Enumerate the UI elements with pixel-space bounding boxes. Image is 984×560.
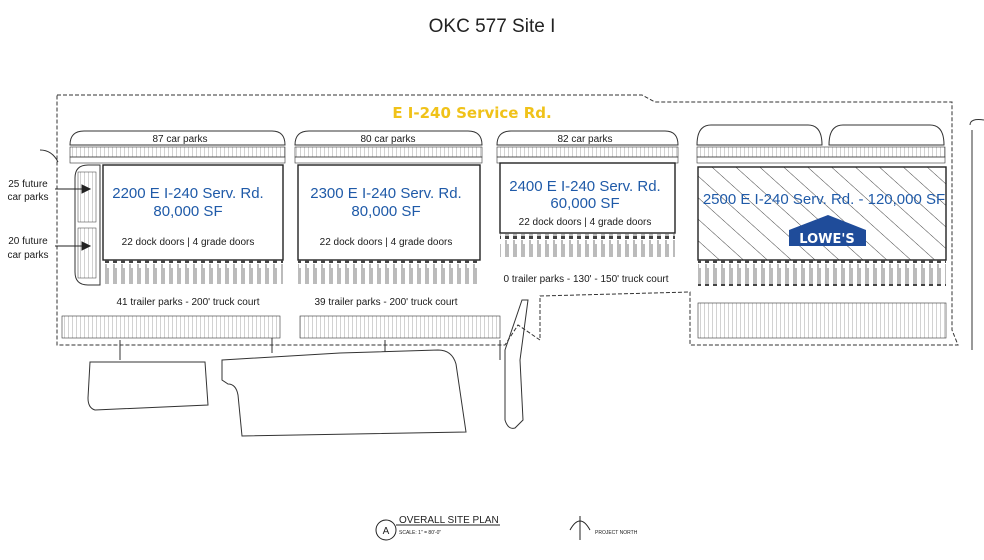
future-parks-label-2a: 20 future bbox=[8, 236, 48, 247]
title-block: A OVERALL SITE PLAN SCALE: 1" = 80'-0" P… bbox=[375, 515, 638, 541]
lowes-logo-text: LOWE'S bbox=[799, 232, 854, 247]
road-label: E I-240 Service Rd. bbox=[392, 104, 551, 122]
building-2200 bbox=[102, 164, 284, 284]
car-parks-label-2200: 87 car parks bbox=[152, 134, 207, 145]
future-parking-strip bbox=[74, 164, 101, 286]
left-road-curve bbox=[39, 149, 59, 163]
property-boundary bbox=[56, 94, 959, 346]
north-arrow-label: PROJECT NORTH bbox=[595, 530, 638, 536]
page-title: OKC 577 Site I bbox=[428, 16, 556, 37]
building-name-2500: 2500 E I-240 Serv. Rd. - 120,000 SF bbox=[703, 191, 945, 208]
future-parks-label-1b: car parks bbox=[7, 192, 48, 203]
top-parking bbox=[69, 124, 946, 164]
building-name-2300: 2300 E I-240 Serv. Rd. bbox=[310, 185, 461, 202]
building-doors-2400: 22 dock doors | 4 grade doors bbox=[519, 217, 652, 228]
car-parks-label-2300: 80 car parks bbox=[360, 134, 415, 145]
trailer-label-2300: 39 trailer parks - 200' truck court bbox=[314, 297, 457, 308]
lower-parcels bbox=[87, 299, 529, 437]
building-size-2200: 80,000 SF bbox=[153, 203, 222, 220]
building-2300 bbox=[297, 164, 481, 284]
building-name-2400: 2400 E I-240 Serv. Rd. bbox=[509, 178, 660, 195]
building-size-2300: 80,000 SF bbox=[351, 203, 420, 220]
trailer-parking-strips bbox=[61, 302, 947, 339]
future-parks-label-2b: car parks bbox=[7, 250, 48, 261]
building-2400 bbox=[499, 162, 676, 257]
title-block-marker: A bbox=[383, 526, 390, 537]
building-size-2400: 60,000 SF bbox=[550, 195, 619, 212]
building-name-2200: 2200 E I-240 Serv. Rd. bbox=[112, 185, 263, 202]
future-parks-arrows bbox=[55, 184, 92, 251]
title-block-heading: OVERALL SITE PLAN bbox=[399, 515, 499, 526]
building-doors-2200: 22 dock doors | 4 grade doors bbox=[122, 237, 255, 248]
right-road-edge bbox=[969, 119, 984, 350]
building-doors-2300: 22 dock doors | 4 grade doors bbox=[320, 237, 453, 248]
trailer-label-2400: 0 trailer parks - 130' - 150' truck cour… bbox=[504, 274, 669, 285]
title-block-scale: SCALE: 1" = 80'-0" bbox=[399, 530, 441, 536]
car-parks-label-2400: 82 car parks bbox=[557, 134, 612, 145]
trailer-label-2200: 41 trailer parks - 200' truck court bbox=[116, 297, 259, 308]
future-parks-label-1a: 25 future bbox=[8, 179, 48, 190]
lowes-logo: LOWE'S bbox=[789, 215, 866, 247]
